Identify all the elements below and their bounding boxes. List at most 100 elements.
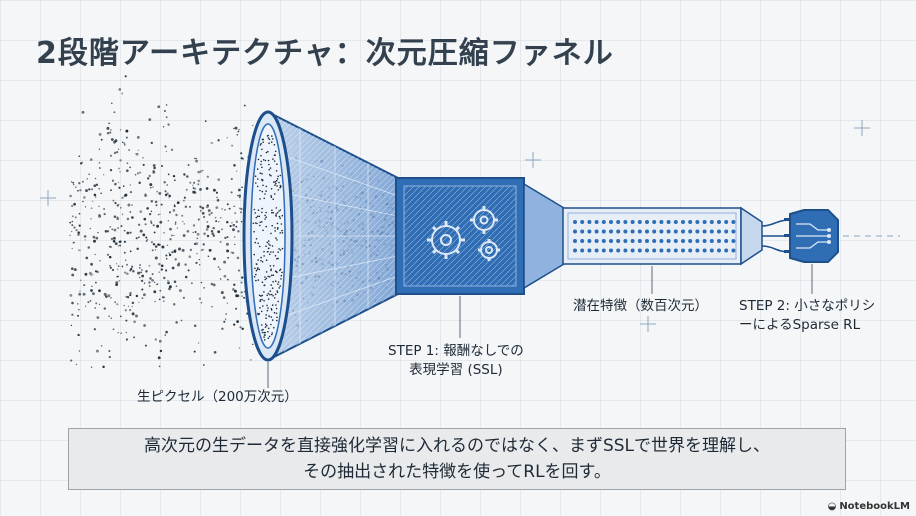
mouth-particle xyxy=(275,170,278,172)
particle xyxy=(189,181,192,184)
step2-label-line2: ーによるSparse RL xyxy=(739,317,861,333)
particle xyxy=(156,190,159,193)
particle xyxy=(229,225,232,228)
particle xyxy=(141,297,144,300)
particle xyxy=(77,314,79,317)
mouth-particle xyxy=(276,163,278,165)
particle xyxy=(210,282,214,286)
particle xyxy=(129,190,133,194)
particle xyxy=(154,281,156,284)
particle xyxy=(189,206,191,208)
particle xyxy=(186,175,189,178)
latent-dot xyxy=(702,229,707,234)
particle xyxy=(224,236,227,240)
particle xyxy=(192,231,194,234)
particle xyxy=(139,276,141,279)
particle xyxy=(72,181,75,184)
particle xyxy=(226,203,229,206)
latent-dot xyxy=(681,220,685,224)
particle xyxy=(236,133,239,136)
particle xyxy=(144,344,147,347)
mouth-particle xyxy=(275,304,277,306)
mouth-particle xyxy=(277,251,280,253)
particle xyxy=(94,253,96,256)
particle xyxy=(199,205,202,208)
particle xyxy=(103,174,105,176)
particle xyxy=(75,228,78,232)
particle xyxy=(126,263,128,266)
particle xyxy=(71,220,73,223)
latent-dot xyxy=(652,239,657,243)
mouth-particle xyxy=(261,172,263,175)
particle xyxy=(157,105,161,109)
latent-dot xyxy=(731,220,736,224)
particle xyxy=(112,199,115,202)
mouth-particle xyxy=(267,330,269,333)
particle xyxy=(250,359,252,361)
particle xyxy=(123,229,126,232)
particle xyxy=(150,200,154,203)
particle xyxy=(77,303,79,305)
latent-dot xyxy=(594,239,599,243)
mouth-particle xyxy=(270,323,272,326)
particle xyxy=(160,268,163,271)
particle xyxy=(130,265,134,268)
particle xyxy=(223,320,226,323)
mouth-particle xyxy=(271,211,273,214)
mouth-particle xyxy=(265,151,268,154)
mouth-particle xyxy=(272,280,274,283)
latent-dot xyxy=(637,220,642,224)
particle xyxy=(129,269,132,272)
mouth-particle xyxy=(259,198,261,200)
particle xyxy=(131,204,133,206)
mouth-particle xyxy=(266,294,269,297)
particle xyxy=(212,188,216,192)
mouth-particle xyxy=(257,259,260,261)
particle xyxy=(119,129,122,131)
particle xyxy=(158,339,162,343)
particle xyxy=(219,268,221,271)
particle xyxy=(127,305,130,307)
particle xyxy=(126,272,129,276)
mouth-particle xyxy=(253,208,256,211)
particle xyxy=(240,157,243,160)
particle xyxy=(208,213,211,216)
latent-dot xyxy=(587,229,592,234)
particle xyxy=(131,312,135,316)
particle xyxy=(233,164,236,167)
particle xyxy=(71,273,75,277)
particle xyxy=(165,104,168,106)
particle xyxy=(221,208,223,210)
particle xyxy=(143,217,147,221)
particle xyxy=(210,142,213,144)
particle xyxy=(217,266,220,268)
particle xyxy=(168,285,172,289)
latent-dot xyxy=(681,229,685,234)
particle xyxy=(226,221,229,224)
latent-dot xyxy=(673,239,678,243)
mouth-particle xyxy=(269,276,271,278)
particle xyxy=(119,244,122,247)
particle xyxy=(212,142,214,144)
particle xyxy=(181,248,185,252)
mouth-particle xyxy=(271,135,273,137)
mouth-particle xyxy=(261,261,264,263)
particle xyxy=(77,333,80,337)
mouth-particle xyxy=(257,158,260,161)
mouth-particle xyxy=(273,181,275,183)
particle xyxy=(138,301,140,303)
latent-dot xyxy=(637,239,642,243)
mouth-particle xyxy=(263,197,266,200)
particle xyxy=(115,263,118,265)
mouth-particle xyxy=(270,232,272,235)
particle xyxy=(215,191,218,194)
particle xyxy=(149,277,152,280)
mouth-particle xyxy=(281,247,284,250)
mouth-particle xyxy=(263,300,265,302)
mouth-particle xyxy=(274,180,277,183)
latent-dot xyxy=(688,220,693,224)
latent-dot xyxy=(659,248,664,253)
mouth-particle xyxy=(255,269,258,272)
particle xyxy=(73,268,77,272)
mouth-particle xyxy=(261,221,263,223)
